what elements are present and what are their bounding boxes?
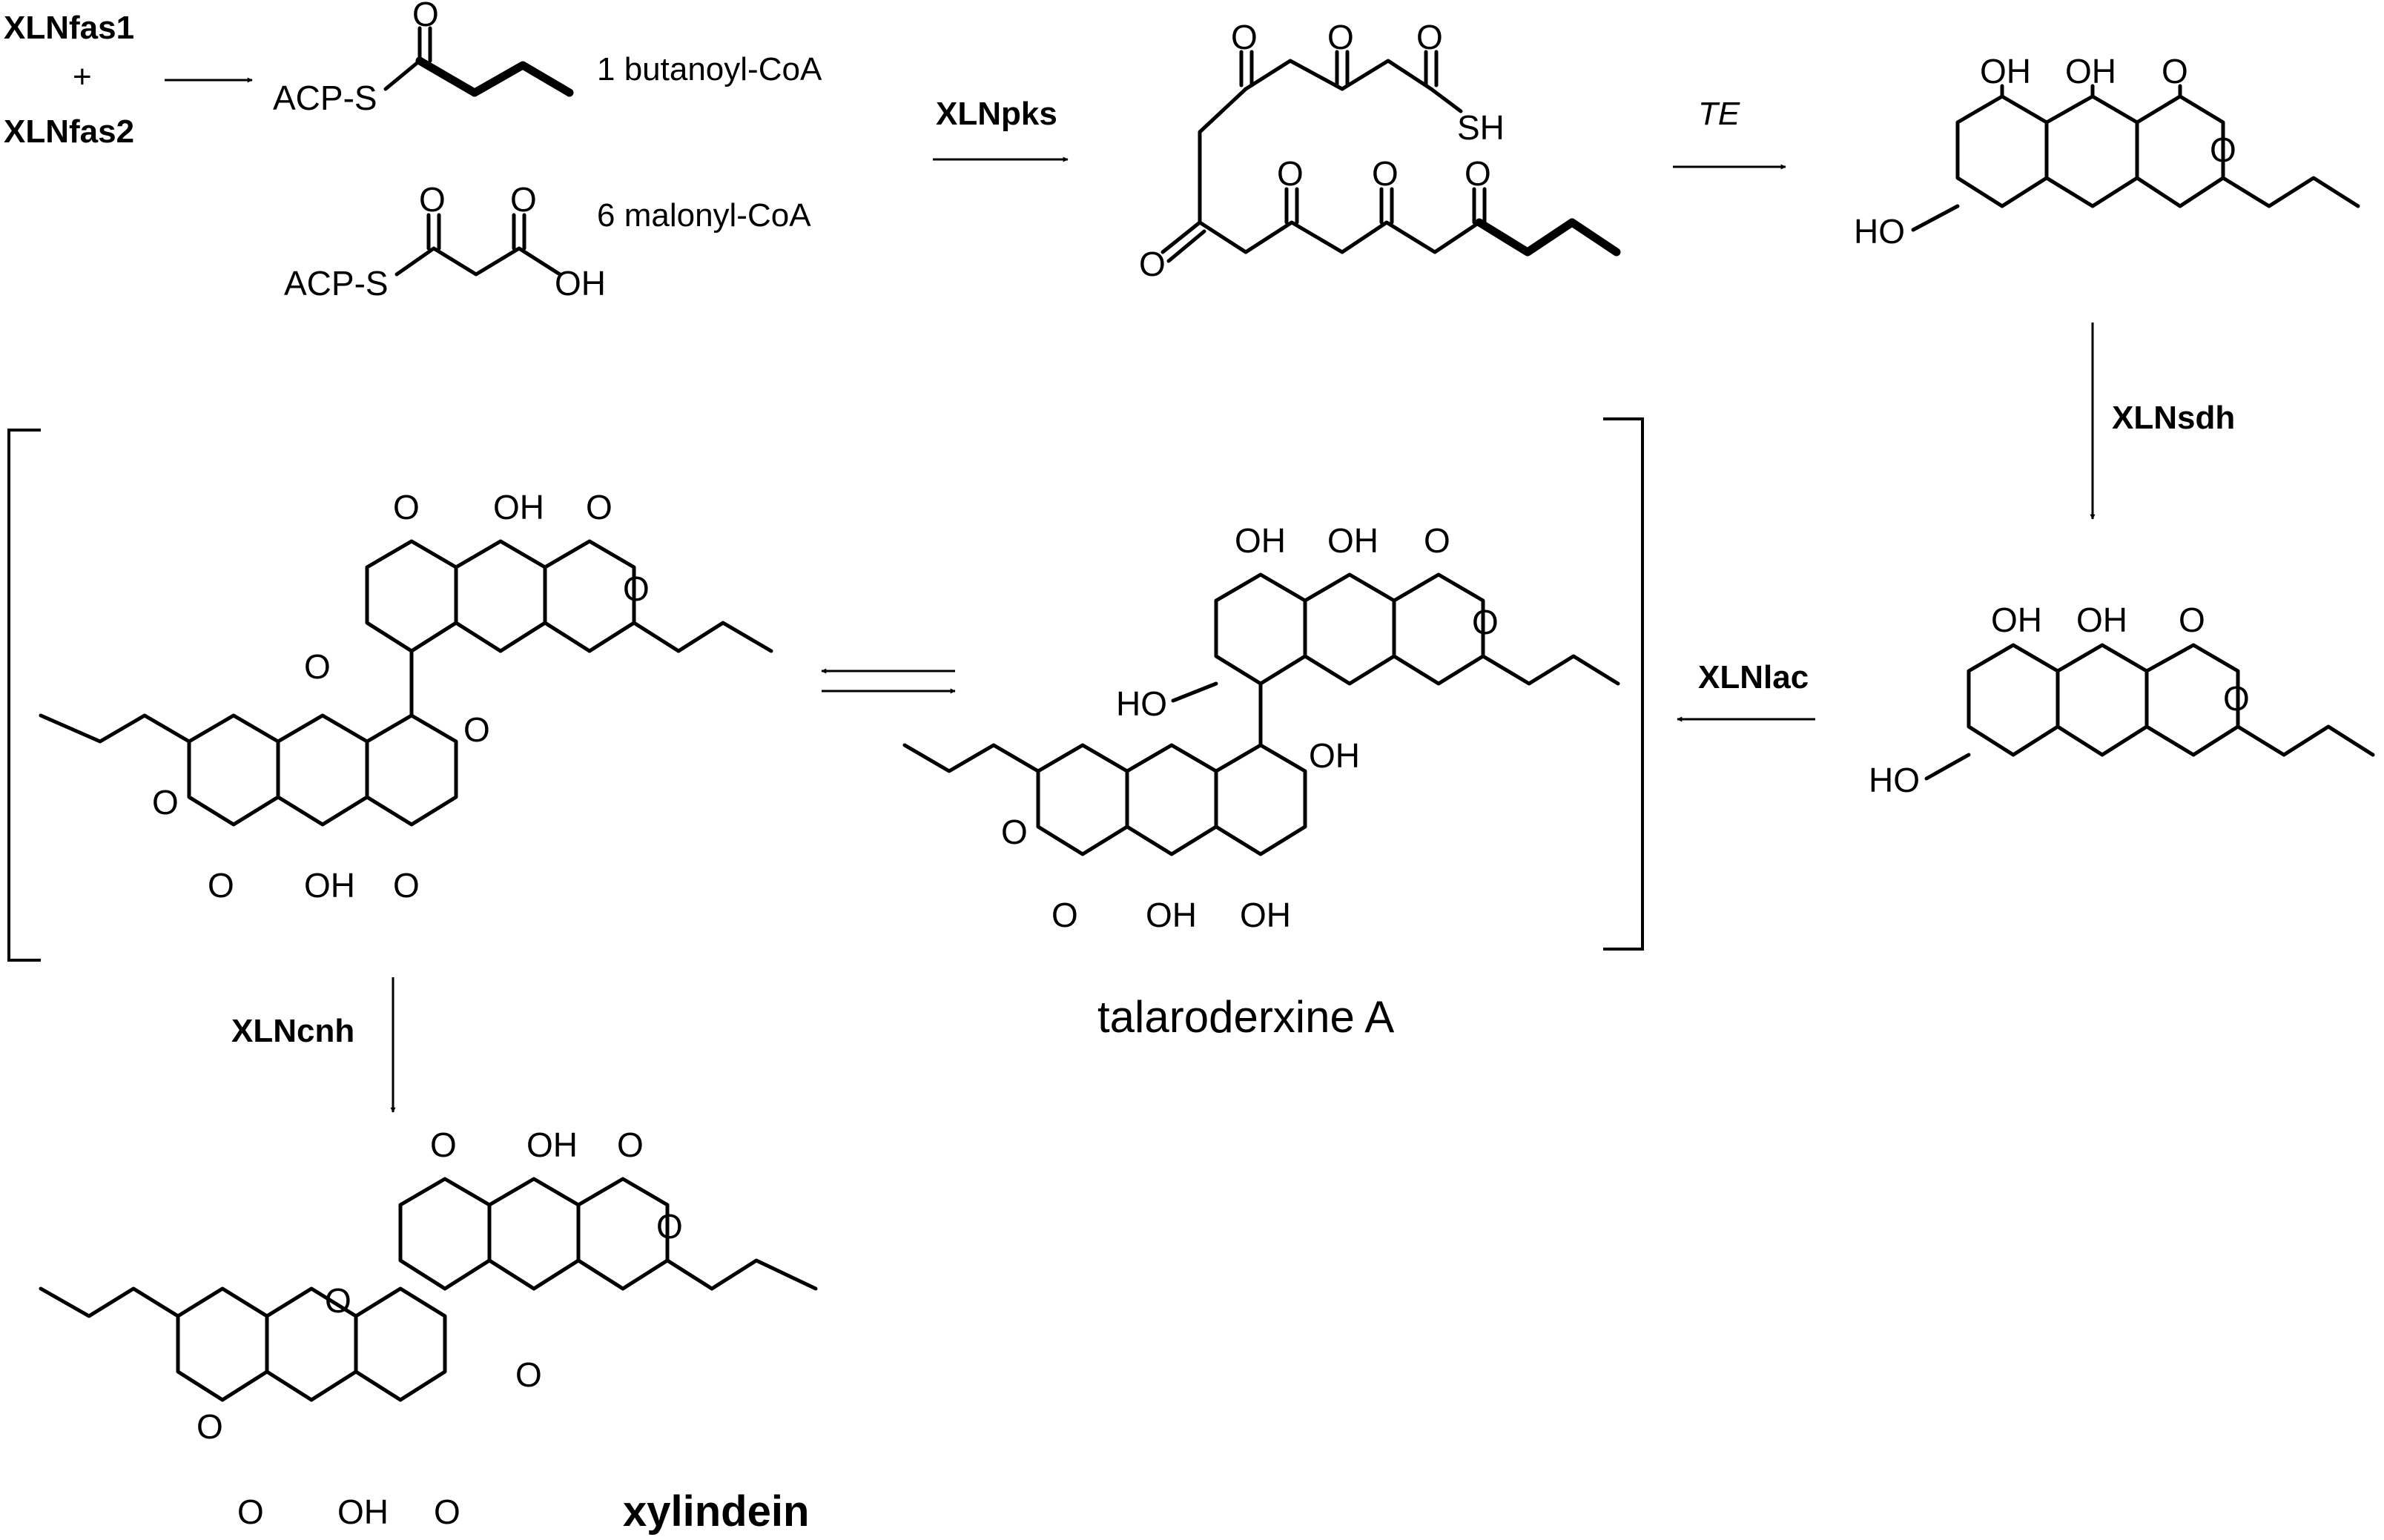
atom-o: O xyxy=(623,569,650,608)
atom-oh: OH xyxy=(304,866,355,905)
atom-oh: OH xyxy=(1980,52,2031,90)
atom-o: O xyxy=(510,180,537,219)
atom-oh: OH xyxy=(1240,896,1291,934)
atom-o: O xyxy=(656,1207,683,1246)
fas-enzymes: XLNfas1 + XLNfas2 xyxy=(4,10,134,150)
polyketide-intermediate: O O O SH O O O O xyxy=(1139,18,1621,283)
dihydronaphthopyranone: OH OH O O HO xyxy=(1869,601,2375,799)
atom-o: O xyxy=(2179,601,2205,639)
atom-o: O xyxy=(1139,245,1166,283)
atom-o: O xyxy=(412,0,439,33)
atom-o: O xyxy=(1372,154,1399,193)
atom-o: O xyxy=(1231,18,1258,56)
atom-o: O xyxy=(1472,603,1499,641)
atom-o: O xyxy=(2223,679,2250,718)
atom-o: O xyxy=(208,866,234,905)
enzyme-xlnsdh: XLNsdh xyxy=(2112,400,2235,436)
atom-o: O xyxy=(1277,154,1304,193)
atom-oh: OH xyxy=(1991,601,2042,639)
atom-o: O xyxy=(1051,896,1078,934)
enzyme-xlnpks: XLNpks xyxy=(936,96,1057,132)
naphthopyranone-product: OH OH O O HO xyxy=(1854,52,2360,251)
atom-oh: OH xyxy=(1309,736,1360,775)
atom-o: O xyxy=(1465,154,1491,193)
atom-ho: HO xyxy=(1116,684,1167,723)
enzyme-xlnfas1: XLNfas1 xyxy=(4,10,134,46)
atom-o: O xyxy=(197,1407,223,1446)
acp-malonyl-structure: ACP-S O O OH xyxy=(284,180,606,303)
atom-o: O xyxy=(1416,18,1443,56)
atom-ho: HO xyxy=(1854,212,1905,251)
atom-oh: OH xyxy=(1146,896,1197,934)
atom-o: O xyxy=(304,647,331,686)
atom-o: O xyxy=(2162,52,2188,90)
atom-ho: HO xyxy=(1869,761,1920,799)
enzyme-xlncnh: XLNcnh xyxy=(231,1013,354,1049)
atom-sh: SH xyxy=(1457,108,1505,147)
atom-o: O xyxy=(434,1493,460,1531)
atom-oh: OH xyxy=(1235,521,1286,560)
atom-acp-s: ACP-S xyxy=(284,264,389,303)
atom-o: O xyxy=(463,710,490,749)
atom-o: O xyxy=(430,1126,457,1164)
bracket-right xyxy=(1603,417,1644,951)
atom-oh: OH xyxy=(337,1493,389,1531)
atom-oh: OH xyxy=(526,1126,578,1164)
atom-o: O xyxy=(393,488,420,526)
atom-oh: OH xyxy=(2076,601,2127,639)
talaroderxine-structure: OH OH O O HO OH O O OH OH xyxy=(902,521,1620,934)
bracket-left xyxy=(7,429,41,962)
plus-sign: + xyxy=(73,59,92,95)
atom-o: O xyxy=(586,488,612,526)
label-xylindein: xylindein xyxy=(623,1487,809,1536)
atom-oh: OH xyxy=(555,264,606,303)
enzyme-xlnlac: XLNlac xyxy=(1698,659,1809,695)
atom-o: O xyxy=(393,866,420,905)
atom-oh: OH xyxy=(2065,52,2116,90)
atom-oh: OH xyxy=(493,488,544,526)
enzyme-xlnfas2: XLNfas2 xyxy=(4,113,134,150)
acp-butanoyl-structure: ACP-S O xyxy=(273,0,574,117)
keto-dimer-structure: O OH O O O O O O OH O xyxy=(39,488,773,905)
atom-o: O xyxy=(515,1355,542,1394)
label-butanoyl-coa: 1 butanoyl-CoA xyxy=(597,51,822,87)
atom-o: O xyxy=(1424,521,1450,560)
atom-o: O xyxy=(1001,813,1028,851)
atom-o: O xyxy=(419,180,446,219)
atom-o: O xyxy=(237,1493,264,1531)
atom-o: O xyxy=(617,1126,644,1164)
atom-acp-s: ACP-S xyxy=(273,79,377,117)
atom-o: O xyxy=(152,783,179,822)
label-talaroderxine-a: talaroderxine A xyxy=(1097,992,1394,1042)
xylindein-structure: O OH O O O O O O OH O xyxy=(39,1126,818,1531)
atom-o: O xyxy=(1327,18,1354,56)
label-malonyl-coa: 6 malonyl-CoA xyxy=(597,197,811,234)
atom-o: O xyxy=(2210,130,2236,169)
atom-oh: OH xyxy=(1327,521,1378,560)
enzyme-te: TE xyxy=(1698,96,1740,132)
